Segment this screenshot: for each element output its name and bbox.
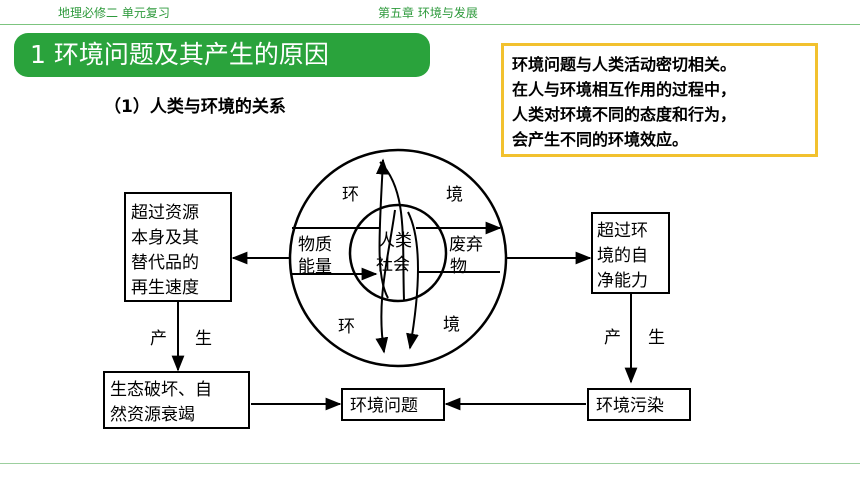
callout-line: 在人与环境相互作用的过程中， bbox=[512, 80, 737, 99]
header-divider bbox=[0, 24, 860, 25]
center-bottom-label: 环境问题 bbox=[350, 396, 418, 416]
left-box-line: 本身及其 bbox=[131, 228, 199, 248]
ring-label-top-right: 境 bbox=[446, 185, 463, 205]
left-box-line: 替代品的 bbox=[131, 253, 199, 273]
callout-line: 环境问题与人类活动密切相关。 bbox=[512, 55, 737, 74]
input-label-matter: 物质 bbox=[298, 235, 332, 255]
ecological-damage-box bbox=[103, 371, 250, 429]
footer-divider bbox=[0, 463, 860, 464]
input-label-energy: 能量 bbox=[298, 257, 332, 277]
subsection-title: （1）人类与环境的关系 bbox=[104, 97, 286, 117]
callout-box: 环境问题与人类活动密切相关。 在人与环境相互作用的过程中， 人类对环境不同的态度… bbox=[501, 43, 818, 157]
callout-line: 人类对环境不同的态度和行为， bbox=[512, 105, 737, 124]
bottom-left-line: 生态破坏、自 bbox=[110, 380, 212, 400]
bottom-right-label: 环境污染 bbox=[596, 396, 664, 416]
output-label-material: 物 bbox=[450, 257, 467, 277]
right-box-line: 净能力 bbox=[597, 271, 648, 291]
ring-label-bottom-left: 环 bbox=[338, 317, 355, 337]
inner-label-human: 人类 bbox=[378, 231, 412, 251]
ring-label-bottom-right: 境 bbox=[443, 315, 460, 335]
right-box-line: 境的自 bbox=[597, 246, 648, 266]
pollution-box bbox=[587, 388, 691, 421]
self-purification-box bbox=[591, 212, 670, 294]
inner-label-society: 社会 bbox=[376, 255, 410, 275]
cycle-arrow-up-right bbox=[379, 161, 405, 301]
cycle-arrow-up-left bbox=[375, 158, 389, 299]
cycle-arrow-down-right bbox=[406, 211, 419, 350]
environmental-problem-box bbox=[341, 388, 445, 421]
right-produce-label: 产 bbox=[604, 328, 621, 348]
header-chapter: 第五章 环境与发展 bbox=[378, 6, 478, 20]
header-course: 地理必修二 单元复习 bbox=[58, 6, 170, 20]
left-box-line: 超过资源 bbox=[131, 203, 199, 223]
callout-line: 会产生不同的环境效应。 bbox=[512, 130, 689, 149]
output-label-waste: 废弃 bbox=[449, 235, 483, 255]
human-society-circle bbox=[348, 203, 448, 303]
ring-label-top-left: 环 bbox=[342, 185, 359, 205]
right-produce-label: 生 bbox=[648, 328, 665, 348]
right-box-line: 超过环 bbox=[597, 221, 648, 241]
left-produce-label: 产 bbox=[150, 329, 167, 349]
left-box-line: 再生速度 bbox=[131, 278, 199, 298]
left-produce-label: 生 bbox=[195, 329, 212, 349]
bottom-left-line: 然资源衰竭 bbox=[110, 405, 195, 425]
section-title: 1 环境问题及其产生的原因 bbox=[14, 33, 430, 77]
resource-overuse-box bbox=[124, 192, 232, 302]
cycle-arrow-down-left bbox=[375, 209, 396, 354]
